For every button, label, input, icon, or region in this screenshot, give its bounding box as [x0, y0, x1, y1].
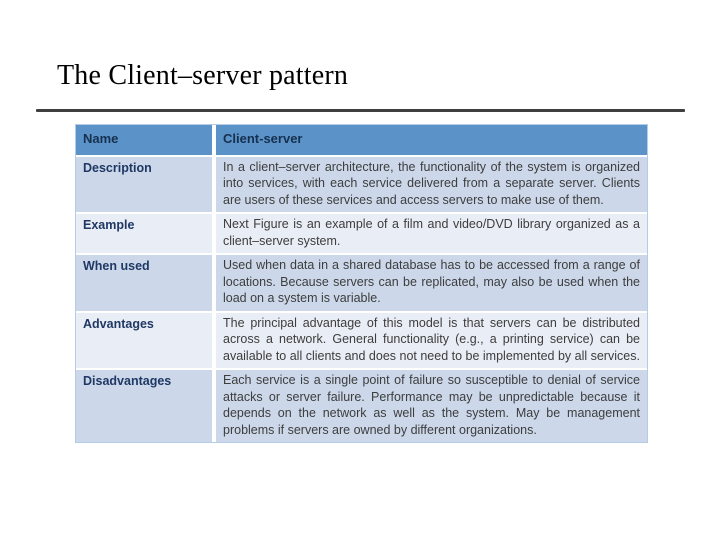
pattern-table: Name Client-server Description In a clie… — [75, 124, 648, 443]
title-underline — [36, 109, 685, 112]
row-value-cell: Next Figure is an example of a film and … — [212, 214, 647, 253]
header-value-cell: Client-server — [212, 125, 647, 155]
row-value-cell: Each service is a single point of failur… — [212, 370, 647, 442]
table-row-disadvantages: Disadvantages Each service is a single p… — [76, 368, 647, 442]
row-label-cell: When used — [76, 255, 212, 311]
row-label-cell: Disadvantages — [76, 370, 212, 442]
row-value-cell: Used when data in a shared database has … — [212, 255, 647, 311]
table-row-advantages: Advantages The principal advantage of th… — [76, 310, 647, 368]
row-value-cell: In a client–server architecture, the fun… — [212, 156, 647, 212]
table-header-row: Name Client-server — [76, 125, 647, 155]
row-label-cell: Example — [76, 214, 212, 253]
table-row-description: Description In a client–server architect… — [76, 154, 647, 212]
row-label-cell: Description — [76, 156, 212, 212]
header-name-cell: Name — [76, 125, 212, 155]
page-title: The Client–server pattern — [57, 60, 349, 91]
row-label-cell: Advantages — [76, 312, 212, 368]
row-value-cell: The principal advantage of this model is… — [212, 312, 647, 368]
table-row-example: Example Next Figure is an example of a f… — [76, 212, 647, 253]
table-row-when-used: When used Used when data in a shared dat… — [76, 253, 647, 311]
